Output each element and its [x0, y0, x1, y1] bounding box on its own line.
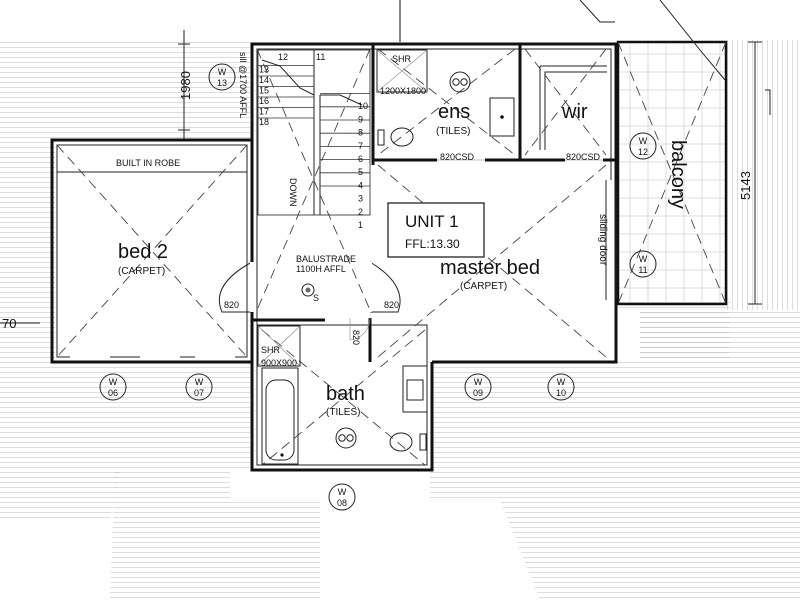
stair-number: 12	[278, 52, 288, 62]
smoke-detector-icon	[301, 283, 315, 297]
unit-title: UNIT 1	[405, 212, 459, 231]
smoke-detector-label: S	[313, 293, 319, 303]
bath-floor-waste-icon	[335, 427, 357, 449]
bath-finish: (TILES)	[326, 407, 360, 418]
svg-text:W: W	[557, 377, 566, 387]
ens-shower-label: SHR	[392, 54, 412, 64]
stair-number: 2	[358, 207, 363, 217]
stair-number: 15	[259, 86, 269, 96]
wir-door-label: 820CSD	[566, 152, 601, 162]
wir-shelves	[539, 65, 607, 150]
door-820-vertical: 820	[351, 330, 361, 345]
ens-name: ens	[438, 101, 470, 123]
svg-text:12: 12	[638, 147, 648, 157]
bath-shower	[257, 325, 301, 367]
roof-hatching	[0, 40, 800, 600]
ens-floor-waste-icon	[449, 71, 471, 93]
stair-number: 8	[358, 128, 363, 138]
ens-finish: (TILES)	[436, 126, 470, 137]
master-name: master bed	[440, 257, 540, 279]
stair-number: 18	[259, 117, 269, 127]
master-finish: (CARPET)	[460, 281, 507, 292]
bath-shower-label: SHR	[261, 345, 281, 355]
svg-text:W: W	[474, 377, 483, 387]
balcony-name: balcony	[667, 140, 689, 209]
svg-text:08: 08	[337, 498, 347, 508]
bath-shower-size: 900X900	[261, 358, 297, 368]
window-tag-w07: W 07	[185, 373, 213, 401]
stair-number: 10	[358, 101, 368, 111]
staircase	[257, 49, 371, 216]
stair-number: 4	[358, 180, 363, 190]
stair-number: 16	[259, 96, 269, 106]
svg-text:06: 06	[108, 388, 118, 398]
stair-number: 17	[259, 107, 269, 117]
bath-vanity	[402, 365, 428, 413]
stair-number: 7	[358, 141, 363, 151]
stair-number: 5	[358, 167, 363, 177]
window-tags: W 13 W 12 W 11 W 06 W 07 W 08	[99, 63, 657, 511]
balustrade-label-1: BALUSTRADE	[296, 254, 356, 264]
stair-number: 3	[358, 194, 363, 204]
window-tag-w10: W 10	[547, 373, 575, 401]
unit-box	[387, 202, 485, 258]
window-tag-w11: W 11	[629, 250, 657, 278]
stair-number: 14	[259, 75, 269, 85]
svg-text:W: W	[639, 254, 648, 264]
bed2-finish: (CARPET)	[118, 266, 165, 277]
dimension-1980: 1980	[178, 71, 193, 100]
dimension-5143: 5143	[738, 171, 753, 200]
svg-text:10: 10	[556, 388, 566, 398]
stair-number: 1	[358, 220, 363, 230]
ens-vanity	[489, 97, 515, 137]
stair-number: 6	[358, 154, 363, 164]
sliding-door-label: sliding door	[597, 214, 608, 266]
bath-toilet-icon	[389, 432, 427, 452]
bed2-robe-label: BUILT IN ROBE	[116, 158, 180, 168]
wir-name: wir	[561, 101, 588, 123]
bath-name: bath	[326, 383, 365, 405]
window-tag-w08: W 08	[328, 483, 356, 511]
sill-note: sill @1700 AFFL	[238, 52, 248, 118]
down-label: DOWN	[288, 178, 298, 207]
svg-text:W: W	[338, 487, 347, 497]
ens-toilet-icon	[377, 127, 414, 147]
labels: BUILT IN ROBE bed 2 (CARPET) ens (TILES)…	[2, 52, 753, 418]
svg-text:13: 13	[217, 78, 227, 88]
stair-right-numbers: 11 10 9 8 7 6 5 4 3 2 1	[316, 52, 368, 230]
stair-number: 13	[259, 65, 269, 75]
stair-number: 9	[358, 114, 363, 124]
svg-text:W: W	[639, 136, 648, 146]
bed2-name: bed 2	[118, 241, 168, 263]
svg-text:11: 11	[638, 265, 647, 275]
svg-text:W: W	[109, 377, 118, 387]
window-tag-w12: W 12	[629, 132, 657, 160]
balustrade-label-2: 1100H AFFL	[296, 264, 346, 274]
door-820-left: 820	[224, 300, 239, 310]
svg-text:W: W	[195, 377, 204, 387]
ens-door-label: 820CSD	[440, 152, 475, 162]
walls	[50, 42, 618, 472]
door-820-right: 820	[384, 300, 399, 310]
stair-number: 11	[316, 52, 325, 62]
ens-shower-size: 1200X1800	[380, 86, 426, 96]
door-swings	[349, 159, 603, 341]
bathtub-icon	[261, 367, 299, 465]
unit-ffl: FFL:13.30	[405, 237, 460, 251]
svg-text:09: 09	[473, 388, 483, 398]
window-tag-w13: W 13	[208, 63, 236, 91]
ens-shower	[376, 49, 428, 93]
svg-text:07: 07	[194, 388, 204, 398]
dimension-70: 70	[2, 316, 16, 331]
svg-text:W: W	[218, 67, 227, 77]
dimension-lines	[0, 0, 771, 324]
balcony-area	[616, 40, 728, 306]
window-tag-w09: W 09	[464, 373, 492, 401]
room-diagonals	[56, 48, 607, 466]
window-tag-w06: W 06	[99, 373, 127, 401]
